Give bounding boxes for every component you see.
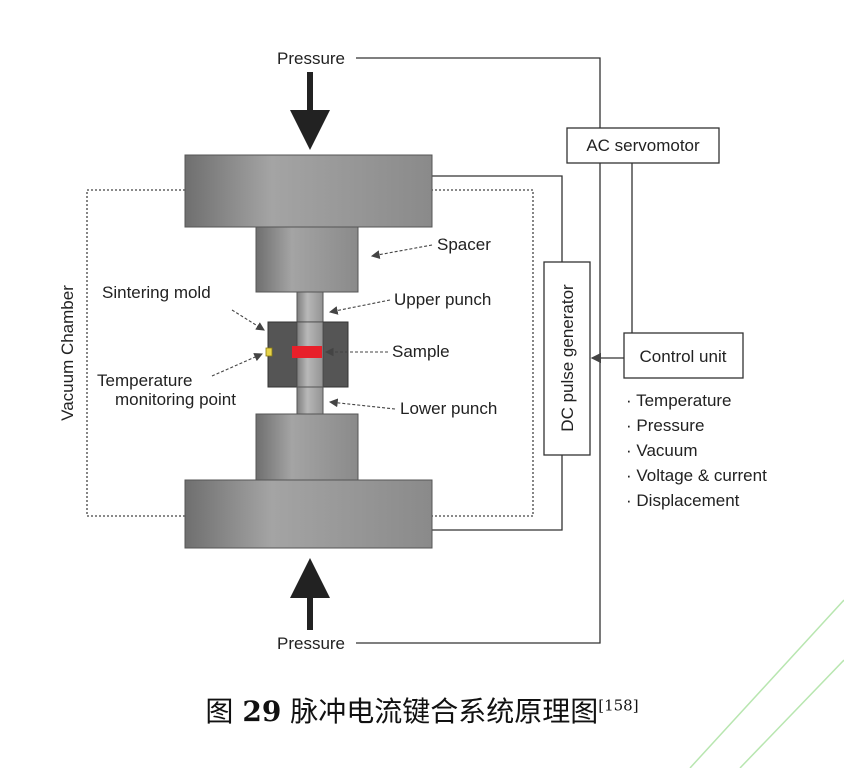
figure-caption: 图 29 脉冲电流键合系统原理图[158] xyxy=(0,690,844,730)
lower-punch-label: Lower punch xyxy=(400,399,497,418)
caption-prefix: 图 xyxy=(205,695,234,728)
control-unit-label: Control unit xyxy=(640,347,727,366)
caption-text: 脉冲电流键合系统原理图 xyxy=(290,695,599,728)
sample xyxy=(292,346,322,358)
control-item: · Pressure xyxy=(626,416,704,435)
control-unit-box xyxy=(623,332,744,379)
temperature-point xyxy=(265,347,273,357)
caption-number: 29 xyxy=(242,695,282,728)
ac-servomotor-box xyxy=(566,127,720,164)
temp-point-label-line2: monitoring point xyxy=(115,390,236,409)
wiring xyxy=(356,57,633,644)
caption-ref: [158] xyxy=(598,696,639,715)
decorative-lines xyxy=(689,599,844,769)
sample-label: Sample xyxy=(392,342,450,361)
control-item: · Voltage & current xyxy=(626,466,767,485)
control-items-list: · Temperature · Pressure · Vacuum · Volt… xyxy=(626,391,767,510)
bottom-spacer xyxy=(255,413,359,481)
upper-punch-label: Upper punch xyxy=(394,290,491,309)
pressure-arrow-bottom xyxy=(290,558,330,630)
pressure-arrow-top xyxy=(290,72,330,150)
control-item: · Vacuum xyxy=(626,441,698,460)
pressure-top-label: Pressure xyxy=(277,49,345,68)
vacuum-chamber-label: Vacuum Chamber xyxy=(58,285,77,421)
top-electrode xyxy=(184,154,433,228)
top-spacer xyxy=(255,226,359,293)
sintering-mold-label: Sintering mold xyxy=(102,283,211,302)
leader-lines xyxy=(211,244,433,410)
temp-point-label-line1: Temperature xyxy=(97,371,192,390)
control-item: · Displacement xyxy=(626,491,740,510)
pressure-bottom-label: Pressure xyxy=(277,634,345,653)
control-item: · Temperature xyxy=(626,391,732,410)
bottom-electrode xyxy=(184,479,433,549)
dc-pulse-generator-label: DC pulse generator xyxy=(558,284,577,432)
vacuum-chamber-outline xyxy=(86,189,534,517)
dc-pulse-generator-box xyxy=(543,261,591,456)
spacer-label: Spacer xyxy=(437,235,491,254)
ac-servomotor-label: AC servomotor xyxy=(586,136,700,155)
lower-punch xyxy=(296,386,324,415)
